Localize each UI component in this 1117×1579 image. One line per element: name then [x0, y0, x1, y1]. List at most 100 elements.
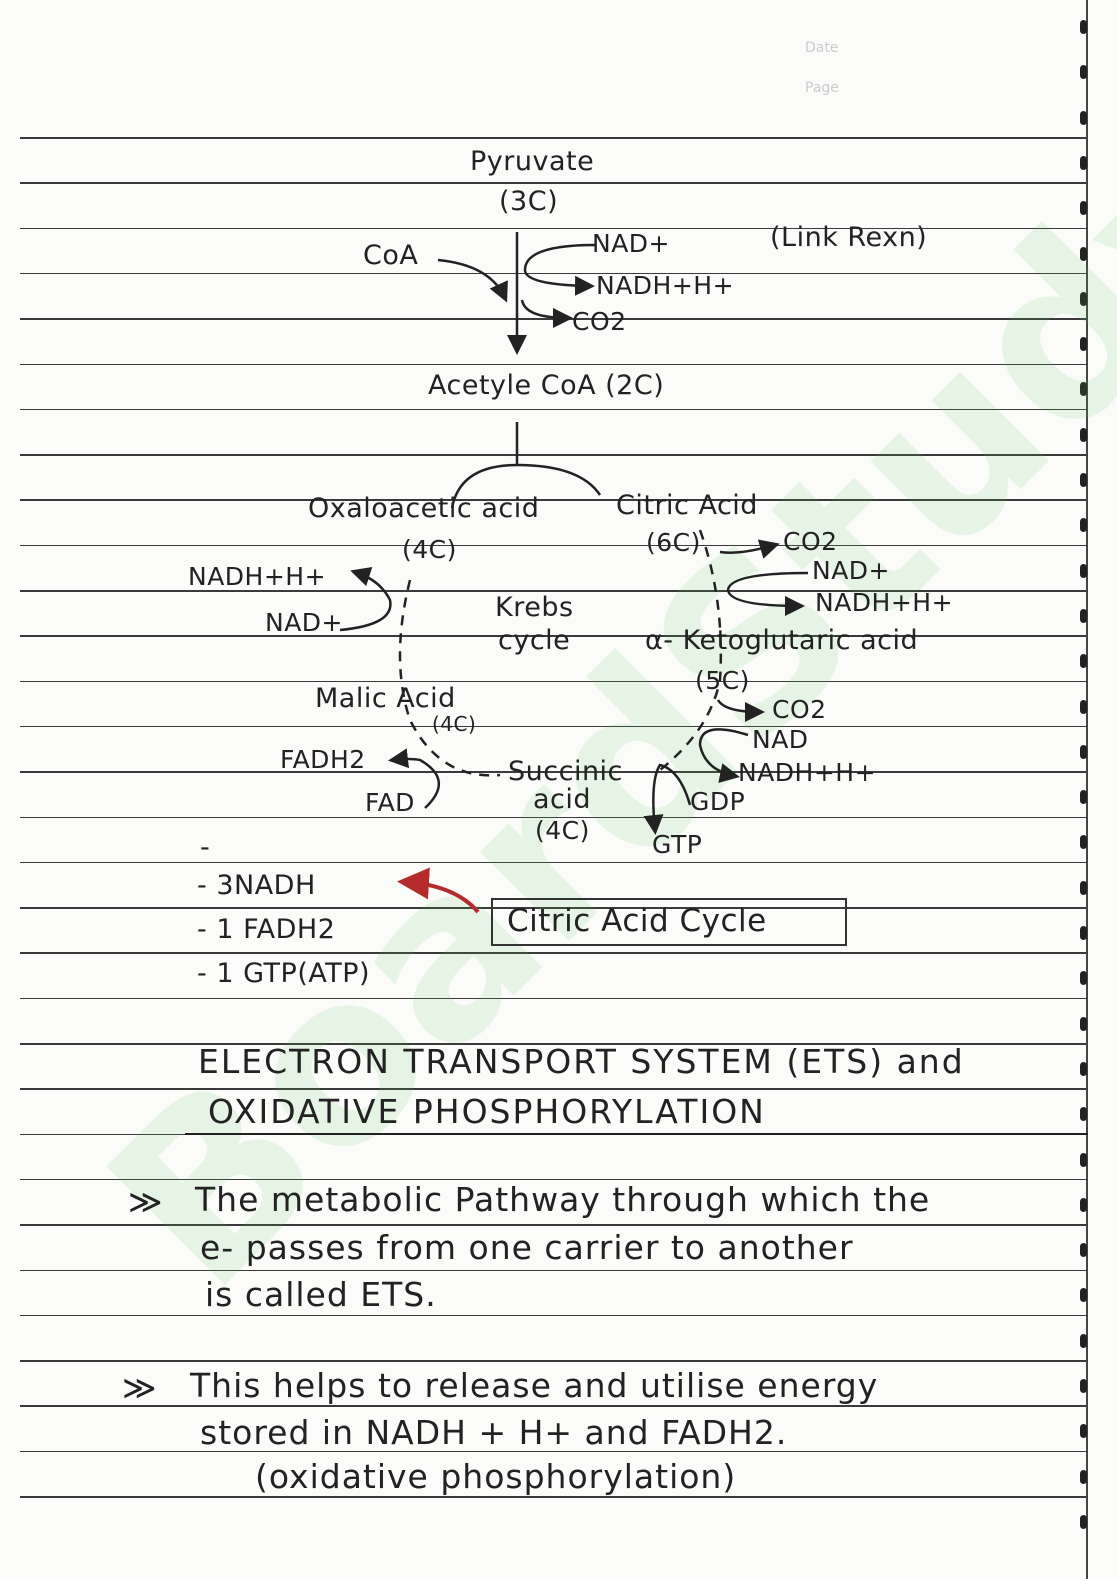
- ruled-line: [20, 1405, 1087, 1407]
- note-1-line1: The metabolic Pathway through which the: [195, 1180, 931, 1219]
- co2-label-2: CO2: [783, 527, 838, 556]
- co2-arrow-3: [716, 699, 765, 722]
- nad-arrow-3: [698, 728, 749, 783]
- page-edge-line: [1086, 0, 1088, 1579]
- co2-label-3: CO2: [772, 695, 827, 724]
- binding-hole: [1080, 699, 1087, 714]
- binding-hole: [1080, 65, 1087, 80]
- co2-label: CO2: [572, 307, 627, 336]
- succinic-acid-label: acid: [533, 784, 592, 815]
- ruled-line: [20, 771, 1087, 773]
- binding-hole: [1080, 880, 1087, 895]
- gdp-label: GDP: [690, 787, 746, 816]
- ruled-line: [20, 499, 1087, 501]
- ruled-line: [20, 590, 1087, 592]
- note-2-line2: stored in NADH + H+ and FADH2.: [200, 1413, 788, 1452]
- note-2-bullet: ≫: [122, 1368, 158, 1407]
- binding-hole: [1080, 563, 1087, 578]
- oxaloacetic-carbons: (4C): [402, 535, 457, 564]
- nad-arrow-2: [726, 571, 809, 616]
- ruled-line: [20, 408, 1087, 411]
- co2-arrow-2: [719, 539, 780, 559]
- binding-hole: [1080, 155, 1087, 170]
- ruled-line: [20, 1314, 1087, 1317]
- binding-hole: [1080, 1243, 1087, 1258]
- fad-label: FAD: [365, 788, 415, 817]
- ruled-line: [20, 816, 1087, 818]
- section-title-line1: ELECTRON TRANSPORT SYSTEM (ETS) and: [198, 1042, 965, 1081]
- nad-label-3: NAD: [752, 725, 809, 754]
- binding-hole: [1080, 1107, 1087, 1122]
- binding-hole: [1080, 1288, 1087, 1303]
- binding-hole: [1080, 608, 1087, 623]
- ruled-line: [20, 1496, 1087, 1498]
- binding-hole: [1080, 427, 1087, 442]
- ruled-line: [20, 1269, 1087, 1271]
- ruled-line: [20, 1088, 1087, 1090]
- ruled-line: [20, 454, 1087, 456]
- binding-hole: [1080, 835, 1087, 850]
- malic-carbons: (4C): [432, 712, 477, 736]
- note-1-bullet: ≫: [128, 1182, 164, 1221]
- pyruvate-label: Pyruvate: [470, 146, 595, 177]
- coa-label: CoA: [363, 240, 419, 271]
- binding-hole: [1080, 246, 1087, 261]
- binding-hole: [1080, 1016, 1087, 1031]
- ruled-line: [20, 907, 1087, 909]
- nadh-label-2: NADH+H+: [815, 588, 954, 617]
- ruled-line: [20, 1360, 1087, 1362]
- date-label: Date: [805, 40, 839, 56]
- co2-arrow: [520, 299, 573, 328]
- ruled-line: [20, 182, 1087, 184]
- krebs-cycle-dashed: [398, 529, 723, 777]
- binding-hole: [1080, 1379, 1087, 1393]
- nadh-label: NADH+H+: [596, 271, 735, 300]
- binding-hole: [1080, 382, 1087, 397]
- nad-plus-label-2: NAD+: [812, 556, 891, 585]
- ketoglutaric-label: α- Ketoglutaric acid: [645, 625, 919, 656]
- note-2-line3: (oxidative phosphorylation): [255, 1457, 737, 1496]
- note-2-line1: This helps to release and utilise energy: [190, 1366, 879, 1405]
- ruled-line: [20, 680, 1087, 683]
- split-arc: [450, 463, 602, 509]
- binding-hole: [1080, 1514, 1087, 1529]
- binding-hole: [1080, 971, 1087, 986]
- binding-hole: [1080, 518, 1087, 533]
- binding-hole: [1080, 1061, 1087, 1076]
- binding-hole: [1080, 790, 1087, 805]
- fad-arrow: [388, 748, 441, 809]
- binding-hole: [1080, 654, 1087, 669]
- krebs-label: Krebs: [495, 592, 574, 623]
- binding-hole: [1080, 201, 1087, 216]
- binding-hole: [1080, 20, 1087, 34]
- ruled-line: [20, 272, 1087, 275]
- summary-item-fadh2: - 1 FADH2: [197, 914, 336, 945]
- ruled-line: [20, 952, 1087, 954]
- ruled-line: [20, 1178, 1087, 1181]
- binding-hole: [1080, 291, 1087, 306]
- ruled-line: [20, 635, 1087, 637]
- nad-arrow: [523, 243, 596, 296]
- citric-carbons: (6C): [646, 528, 701, 557]
- binding-hole: [1080, 1197, 1087, 1212]
- ruled-line: [20, 544, 1087, 547]
- link-reaction-label: (Link Rexn): [770, 222, 928, 253]
- note-1-line3: is called ETS.: [205, 1275, 437, 1314]
- citric-acid-cycle-label: Citric Acid Cycle: [507, 903, 767, 939]
- binding-hole: [1080, 926, 1087, 940]
- nad-plus-label-4: NAD+: [265, 608, 344, 637]
- ruled-line: [20, 227, 1087, 230]
- ruled-line: [20, 997, 1087, 1000]
- summary-item-nadh: - 3NADH: [197, 870, 316, 901]
- section-title-line2: OXIDATIVE PHOSPHORYLATION: [208, 1092, 766, 1131]
- nadh-label-3: NADH+H+: [738, 758, 877, 787]
- acetyl-coa-label: Acetyle CoA (2C): [428, 370, 665, 401]
- summary-arrow: [397, 867, 480, 914]
- ketoglutaric-carbons: (5C): [695, 666, 750, 695]
- citric-acid-cycle-box: Citric Acid Cycle: [491, 898, 847, 946]
- nadh-label-4: NADH+H+: [188, 562, 327, 591]
- ruled-line: [20, 1450, 1087, 1453]
- coa-arrow: [437, 258, 508, 303]
- ruled-line: [20, 725, 1087, 728]
- binding-hole: [1080, 1424, 1087, 1439]
